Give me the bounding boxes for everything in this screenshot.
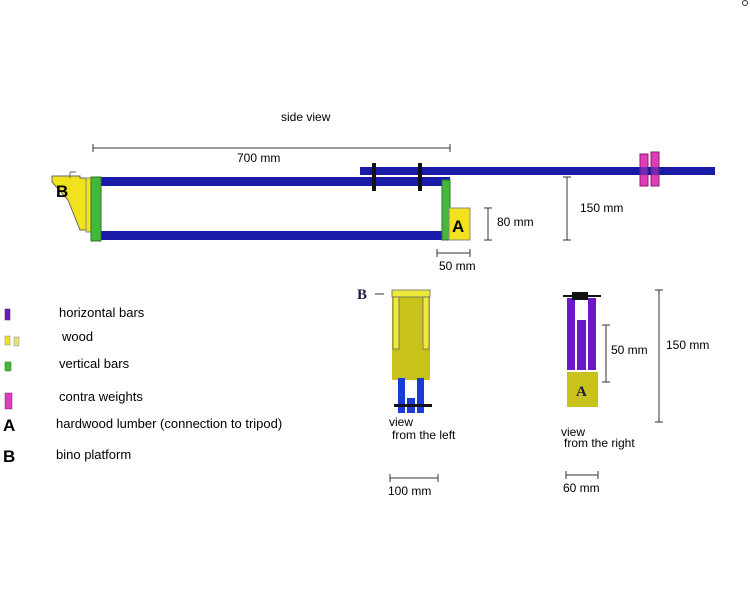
legend-swatch-wood-1 [4, 335, 11, 346]
right-view: A view from the right 50 mm 150 mm 60 mm [561, 289, 709, 495]
dimension-150: 150 mm [563, 176, 623, 241]
upper-extension-bar [360, 167, 715, 175]
dimension-700-label: 700 mm [237, 151, 280, 165]
dimension-700: 700 mm [92, 144, 451, 165]
right-view-dimension-60-label: 60 mm [563, 481, 600, 495]
left-view-platform-top [391, 289, 431, 298]
legend-horizontal-bars: horizontal bars [59, 305, 145, 320]
legend-swatch-horizontal [4, 308, 11, 321]
contra-weight-bar-overlap [640, 167, 659, 175]
left-view-caption-1: view [389, 415, 413, 429]
dimension-50-label: 50 mm [439, 259, 476, 273]
dimension-150-label: 150 mm [580, 201, 623, 215]
left-view-side-left [392, 296, 400, 350]
legend-swatch-wood-2 [13, 336, 20, 347]
left-view-side-right [422, 296, 430, 350]
legend-swatch-vertical [4, 361, 12, 372]
right-view-dimension-50: 50 mm [602, 324, 648, 383]
right-view-caption-1: view [561, 425, 585, 439]
left-vertical-bar [90, 176, 102, 242]
left-view-label-b: B [357, 287, 367, 303]
right-view-dimension-50-label: 50 mm [611, 343, 648, 357]
dimension-50: 50 mm [436, 249, 476, 273]
left-view-crossbar [394, 404, 432, 407]
left-view-caption-2: from the left [392, 428, 456, 442]
left-view-bar-2 [417, 378, 424, 413]
dimension-80: 80 mm [484, 207, 534, 241]
legend-wood: wood [61, 329, 93, 344]
side-label-b: B [56, 182, 68, 201]
legend-vertical-bars: vertical bars [59, 356, 130, 371]
right-view-label-a: A [576, 384, 587, 400]
legend-hardwood: hardwood lumber (connection to tripod) [56, 416, 282, 431]
right-view-top-line [563, 295, 601, 297]
right-view-caption-2: from the right [564, 436, 635, 450]
legend-platform: bino platform [56, 447, 131, 462]
right-view-bar-left [567, 298, 575, 370]
clamp-2 [418, 163, 422, 191]
top-horizontal-bar [93, 177, 450, 186]
side-view: side view 700 mm B A [51, 110, 715, 273]
legend-key-a: A [3, 416, 15, 435]
dimension-80-label: 80 mm [497, 215, 534, 229]
right-view-bar-middle [577, 320, 586, 370]
side-view-title: side view [281, 110, 331, 124]
corner-mark [742, 0, 748, 6]
legend-contra-weights: contra weights [59, 389, 143, 404]
right-view-bar-right [588, 298, 596, 370]
right-view-dimension-150-label: 150 mm [666, 338, 709, 352]
right-view-dimension-60: 60 mm [563, 471, 600, 495]
legend: horizontal bars wood vertical bars contr… [3, 305, 282, 466]
hardwood-block-a [448, 207, 471, 241]
left-view: B view from the left 100 mm [357, 287, 456, 498]
right-view-dimension-150: 150 mm [655, 289, 709, 423]
legend-key-b: B [3, 447, 15, 466]
legend-swatch-contra [4, 392, 13, 410]
left-view-dimension-label: 100 mm [388, 484, 431, 498]
clamp-1 [372, 163, 376, 191]
left-view-bar-1 [398, 378, 405, 413]
side-label-a: A [452, 217, 464, 236]
left-view-dimension: 100 mm [388, 474, 439, 498]
bottom-horizontal-bar [93, 231, 450, 240]
